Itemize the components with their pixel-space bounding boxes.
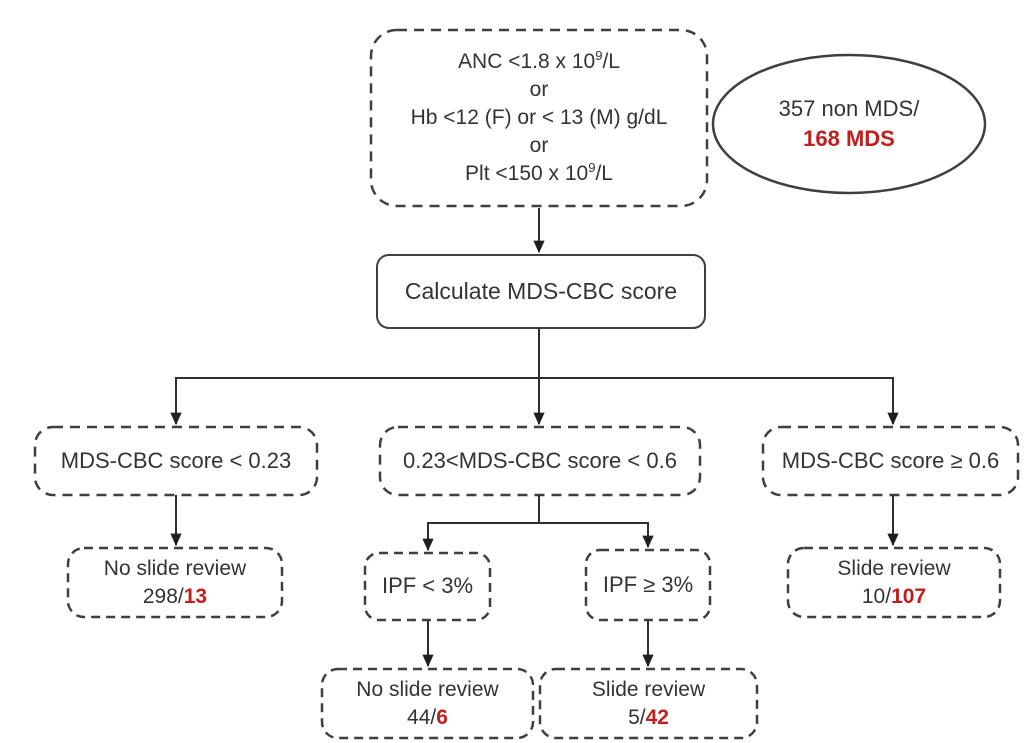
no-review-mid-label: No slide review <box>356 677 499 701</box>
calculate-box-outline <box>376 254 706 329</box>
ipf-high-label: IPF ≥ 3% <box>602 571 694 597</box>
review-high-counts: 10/107 <box>861 584 927 608</box>
criteria-box: ANC <1.8 x 109/L or Hb <12 (F) or < 13 (… <box>371 30 707 206</box>
ipf-low-box: IPF < 3% <box>365 553 490 620</box>
review-mid-label: Slide review <box>591 677 706 701</box>
review-mid-box-outline <box>538 667 759 740</box>
superscript-9: 9 <box>595 48 603 63</box>
cohort-ellipse: 357 non MDS/ 168 MDS <box>713 55 985 193</box>
criteria-box-outline <box>369 28 709 208</box>
calculate-label: Calculate MDS-CBC score <box>404 277 678 304</box>
criteria-line-hb: Hb <12 (F) or < 13 (M) g/dL <box>410 106 668 129</box>
no-review-low-box-outline <box>66 546 284 619</box>
score-high-box: MDS-CBC score ≥ 0.6 <box>763 427 1018 495</box>
criteria-line-plt: Plt <150 x 109/L <box>465 160 613 185</box>
review-mid-box: Slide review 5/42 <box>540 669 757 738</box>
superscript-9: 9 <box>588 160 596 175</box>
review-high-box-outline <box>786 546 1002 619</box>
no-review-low-box: No slide review 298/13 <box>68 548 282 617</box>
score-high-label: MDS-CBC score ≥ 0.6 <box>781 447 1000 473</box>
review-mid-counts: 5/42 <box>628 705 669 729</box>
ipf-low-label: IPF < 3% <box>381 573 474 599</box>
criteria-or-1: or <box>529 78 549 101</box>
criteria-or-2: or <box>529 134 549 157</box>
review-high-box: Slide review 10/107 <box>788 548 1000 617</box>
cohort-non-mds-count: 357 non MDS/ <box>778 96 920 121</box>
score-low-box-outline <box>33 425 319 497</box>
no-review-mid-counts: 44/6 <box>407 705 448 729</box>
review-high-label: Slide review <box>837 556 951 580</box>
review-mid-mds-count: 42 <box>645 705 669 729</box>
score-low-box: MDS-CBC score < 0.23 <box>35 427 317 495</box>
score-mid-label: 0.23<MDS-CBC score < 0.6 <box>403 447 677 473</box>
cohort-ellipse-outline <box>711 53 987 195</box>
score-low-label: MDS-CBC score < 0.23 <box>60 447 292 473</box>
no-review-low-label: No slide review <box>103 556 247 580</box>
score-mid-box: 0.23<MDS-CBC score < 0.6 <box>380 427 700 495</box>
ipf-high-box: IPF ≥ 3% <box>586 550 710 620</box>
criteria-line-anc: ANC <1.8 x 109/L <box>458 48 620 73</box>
no-review-mid-box-outline <box>320 667 535 740</box>
no-review-low-mds-count: 13 <box>183 584 208 608</box>
no-review-mid-box: No slide review 44/6 <box>322 669 533 738</box>
review-high-mds-count: 107 <box>891 584 927 608</box>
no-review-mid-mds-count: 6 <box>436 705 448 729</box>
score-high-box-outline <box>761 425 1020 497</box>
calculate-box: Calculate MDS-CBC score <box>377 255 705 328</box>
cohort-mds-count: 168 MDS <box>803 126 895 151</box>
no-review-low-counts: 298/13 <box>142 584 208 608</box>
